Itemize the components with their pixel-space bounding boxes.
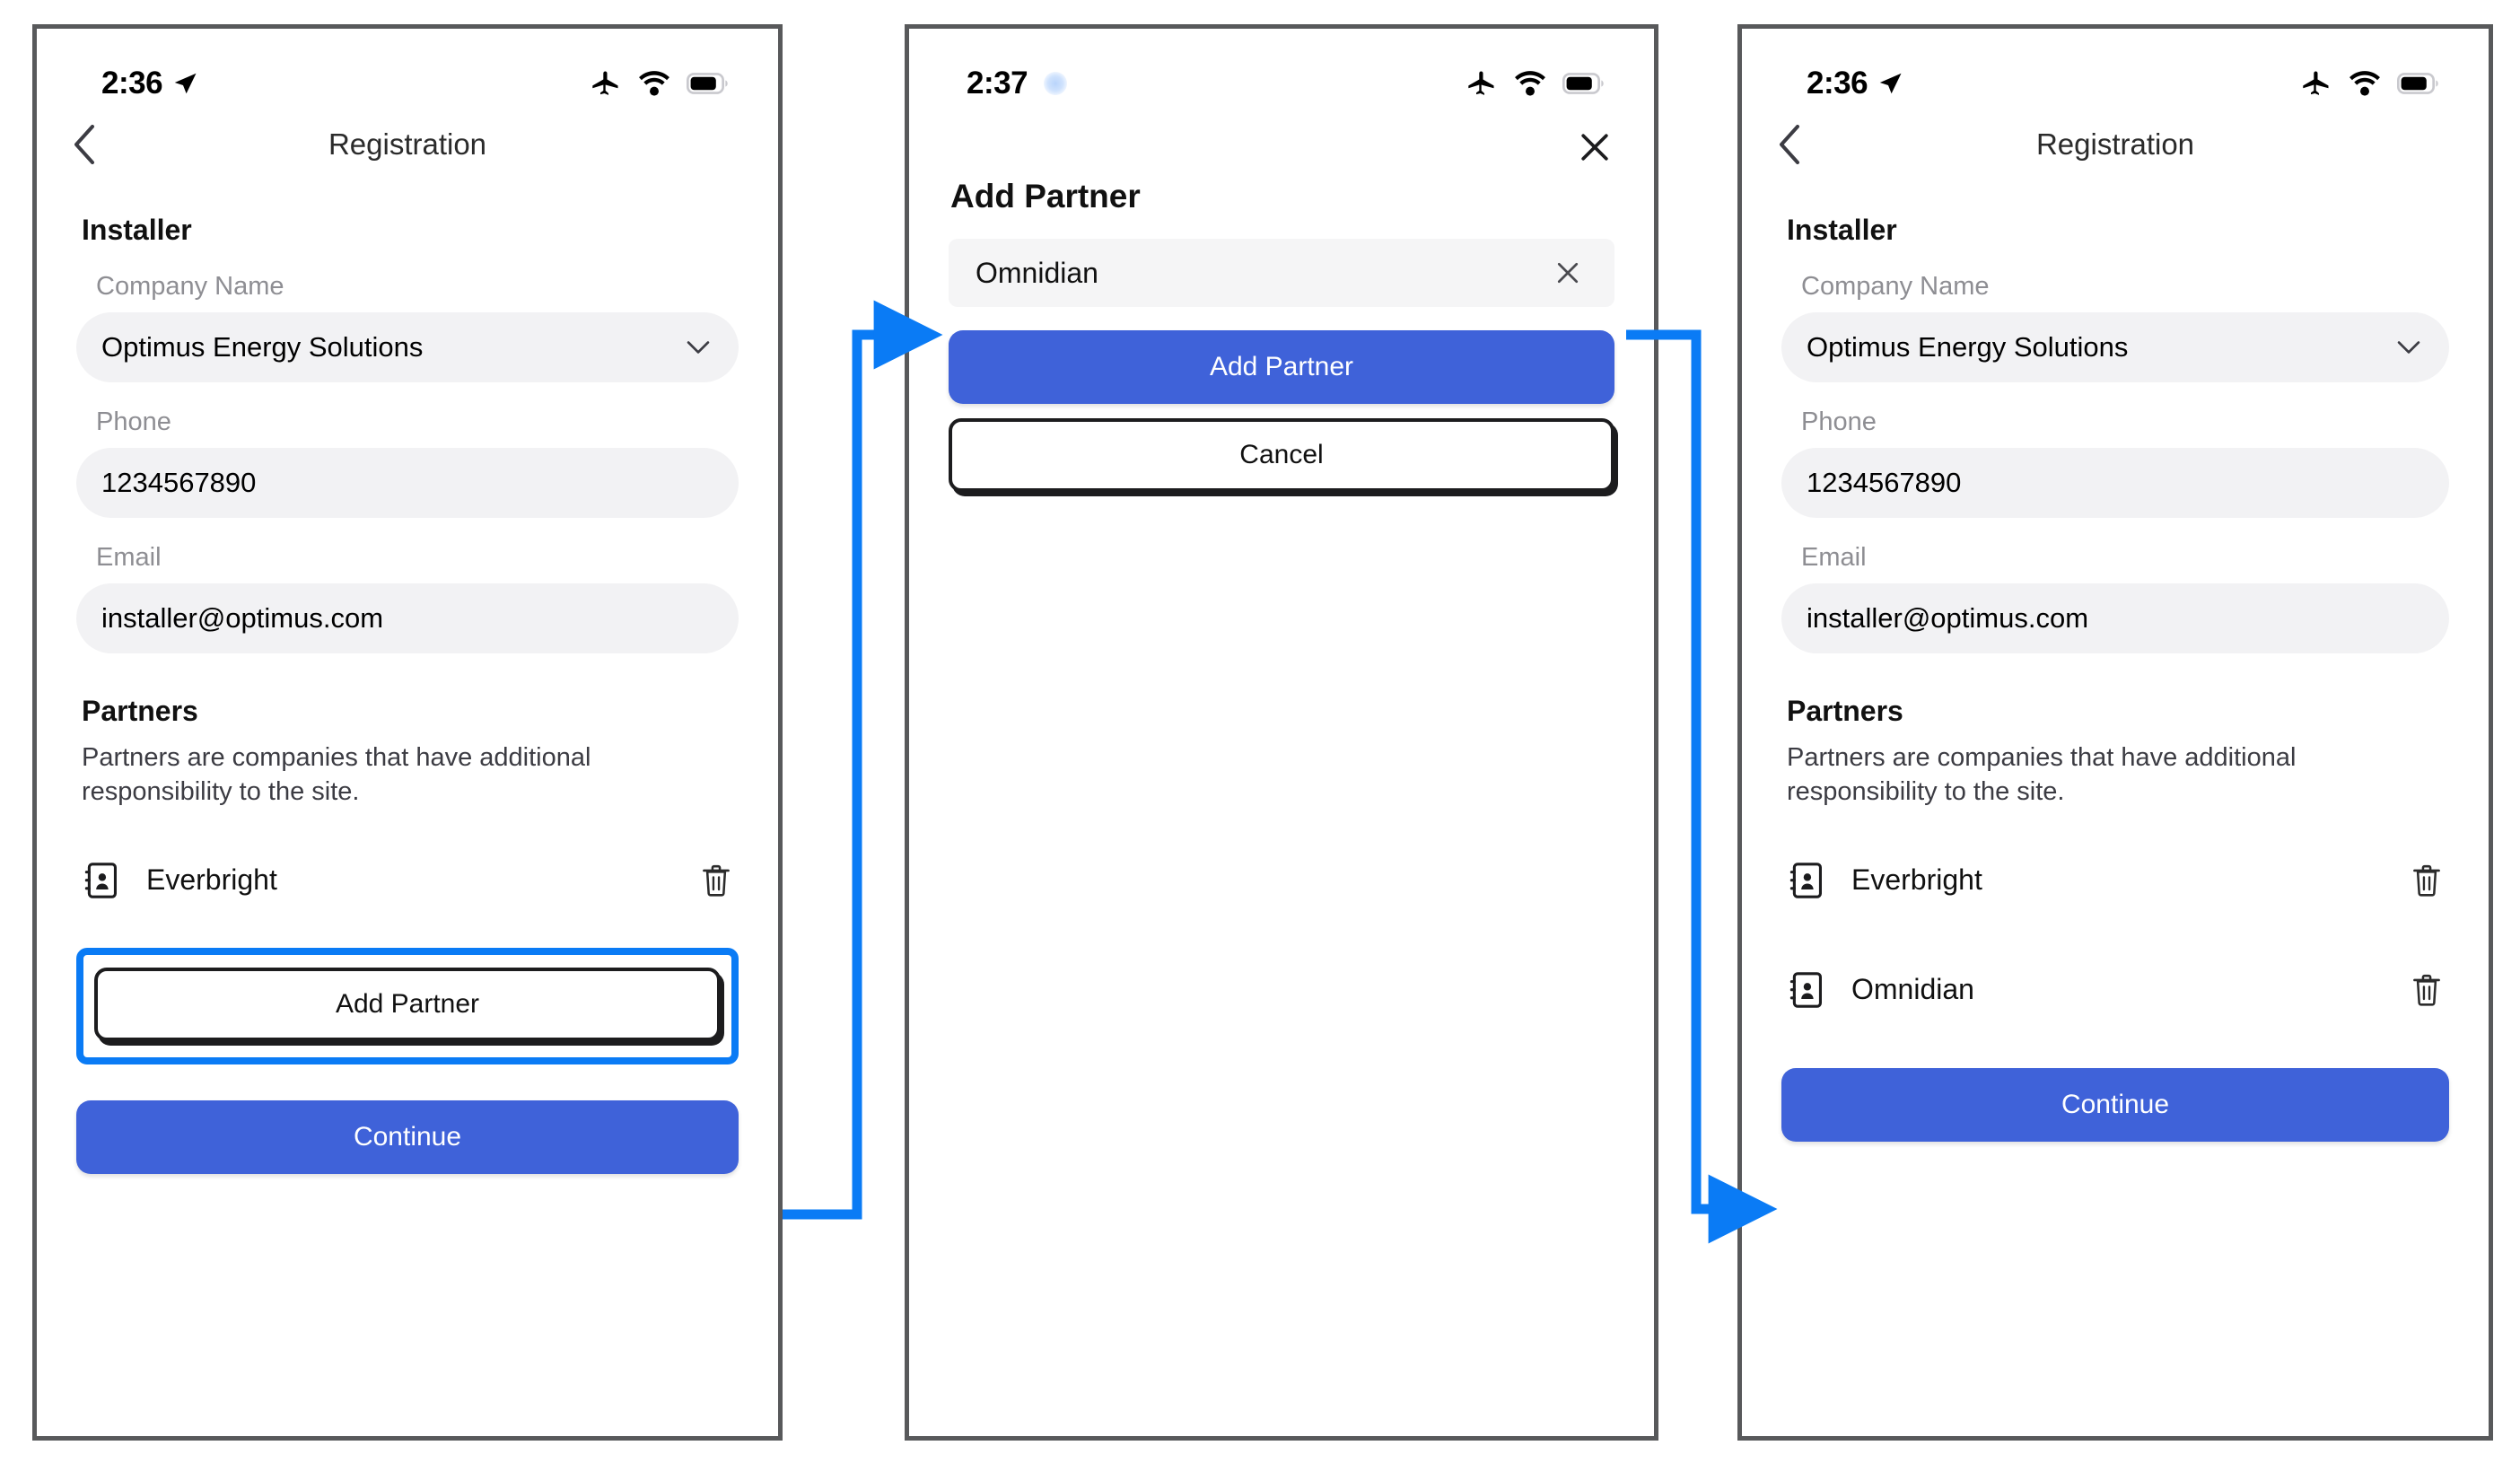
partner-name: Omnidian xyxy=(1851,973,1974,1006)
list-item[interactable]: Omnidian xyxy=(1781,962,2449,1018)
email-input[interactable]: installer@optimus.com xyxy=(76,583,739,653)
continue-button[interactable]: Continue xyxy=(76,1099,739,1174)
company-name-dropdown[interactable]: Optimus Energy Solutions xyxy=(76,312,739,382)
page-title: Registration xyxy=(2035,127,2195,161)
modal-add-partner-button[interactable]: Add Partner xyxy=(949,330,1614,404)
status-bar-right xyxy=(1466,67,1604,100)
field-label-email: Email xyxy=(96,543,162,572)
close-icon xyxy=(1581,134,1608,161)
partners-description: Partners are companies that have additio… xyxy=(1787,743,2297,807)
list-item[interactable]: Everbright xyxy=(1781,853,2449,908)
status-bar-left: 2:36 xyxy=(1807,66,1903,101)
email-input[interactable]: installer@optimus.com xyxy=(1781,583,2449,653)
wifi-icon xyxy=(1515,71,1545,96)
chevron-down-icon xyxy=(687,341,710,354)
section-title-partners: Partners xyxy=(1787,695,1903,727)
status-time: 2:36 xyxy=(1807,66,1868,101)
wifi-icon xyxy=(639,71,669,96)
partner-name-value: Omnidian xyxy=(976,256,1098,289)
contact-card-icon xyxy=(1789,971,1822,1008)
close-button[interactable] xyxy=(1575,127,1614,167)
partners-description: Partners are companies that have additio… xyxy=(82,743,591,807)
phone-input[interactable]: 1234567890 xyxy=(76,448,739,518)
section-title-installer: Installer xyxy=(82,214,192,246)
chevron-left-icon xyxy=(1780,125,1799,164)
airplane-mode-icon xyxy=(1468,71,1494,95)
status-bar-left: 2:36 xyxy=(101,66,198,101)
list-item[interactable]: Everbright xyxy=(76,853,739,908)
back-button[interactable] xyxy=(73,125,109,164)
email-value: installer@optimus.com xyxy=(101,602,384,634)
field-label-email: Email xyxy=(1801,543,1867,572)
wifi-icon xyxy=(2349,71,2380,96)
partner-name: Everbright xyxy=(1851,863,1982,897)
status-bar: 2:36 xyxy=(1742,29,2489,111)
battery-icon xyxy=(687,73,728,94)
partner-name: Everbright xyxy=(146,863,277,897)
modal-cancel-button[interactable]: Cancel xyxy=(949,418,1614,492)
section-title-installer: Installer xyxy=(1787,214,1897,246)
airplane-mode-icon xyxy=(592,71,618,95)
modal-actions: Add Partner Cancel xyxy=(949,330,1614,492)
status-bar: 2:36 xyxy=(37,29,778,111)
modal-header: Add Partner xyxy=(909,111,1654,215)
field-label-phone: Phone xyxy=(96,407,171,436)
phone-value: 1234567890 xyxy=(101,467,257,498)
back-button[interactable] xyxy=(1778,125,1814,164)
status-bar: 2:37 xyxy=(909,29,1654,111)
modal-title: Add Partner xyxy=(950,178,1141,215)
phone-input[interactable]: 1234567890 xyxy=(1781,448,2449,518)
company-name-dropdown[interactable]: Optimus Energy Solutions xyxy=(1781,312,2449,382)
contact-card-icon xyxy=(84,862,117,898)
trash-icon[interactable] xyxy=(2411,972,2442,1008)
status-time: 2:37 xyxy=(967,66,1028,101)
page-title: Registration xyxy=(328,127,487,161)
phone-screen-add-partner-modal: 2:37 Add Partner xyxy=(905,24,1658,1441)
company-name-value: Optimus Energy Solutions xyxy=(101,331,424,363)
form-body: Installer Company Name Optimus Energy So… xyxy=(37,178,778,1174)
status-time: 2:36 xyxy=(101,66,163,101)
location-arrow-icon xyxy=(1879,73,1902,94)
phone-screen-registration-initial: 2:36 xyxy=(32,24,783,1441)
battery-icon xyxy=(2397,73,2438,94)
trash-icon[interactable] xyxy=(701,863,731,898)
partner-name-input[interactable]: Omnidian xyxy=(949,239,1614,307)
add-partner-button[interactable]: Add Partner xyxy=(94,967,721,1041)
phone-value: 1234567890 xyxy=(1807,467,1962,498)
airplane-mode-icon xyxy=(2303,71,2329,95)
battery-icon xyxy=(1562,73,1604,94)
chevron-left-icon xyxy=(74,125,94,164)
status-bar-left: 2:37 xyxy=(967,66,1068,101)
recording-dot-icon xyxy=(1044,72,1068,95)
modal-body: Omnidian Add Partner Cancel xyxy=(909,215,1654,492)
status-bar-right xyxy=(2300,67,2438,100)
phone-screen-registration-updated: 2:36 xyxy=(1737,24,2493,1441)
field-label-company-name: Company Name xyxy=(96,272,284,301)
email-value: installer@optimus.com xyxy=(1807,602,2089,634)
field-label-company-name: Company Name xyxy=(1801,272,1990,301)
trash-icon[interactable] xyxy=(2411,863,2442,898)
field-label-phone: Phone xyxy=(1801,407,1877,436)
section-title-partners: Partners xyxy=(82,695,198,727)
contact-card-icon xyxy=(1789,862,1822,898)
location-arrow-icon xyxy=(174,73,197,94)
nav-bar: Registration xyxy=(1742,111,2489,178)
clear-icon[interactable] xyxy=(1552,257,1584,289)
nav-bar: Registration xyxy=(37,111,778,178)
company-name-value: Optimus Energy Solutions xyxy=(1807,331,2129,363)
status-bar-right xyxy=(590,67,728,100)
add-partner-highlight: Add Partner xyxy=(76,947,739,1064)
continue-button[interactable]: Continue xyxy=(1781,1067,2449,1142)
chevron-down-icon xyxy=(2397,341,2420,354)
form-body: Installer Company Name Optimus Energy So… xyxy=(1742,178,2489,1142)
